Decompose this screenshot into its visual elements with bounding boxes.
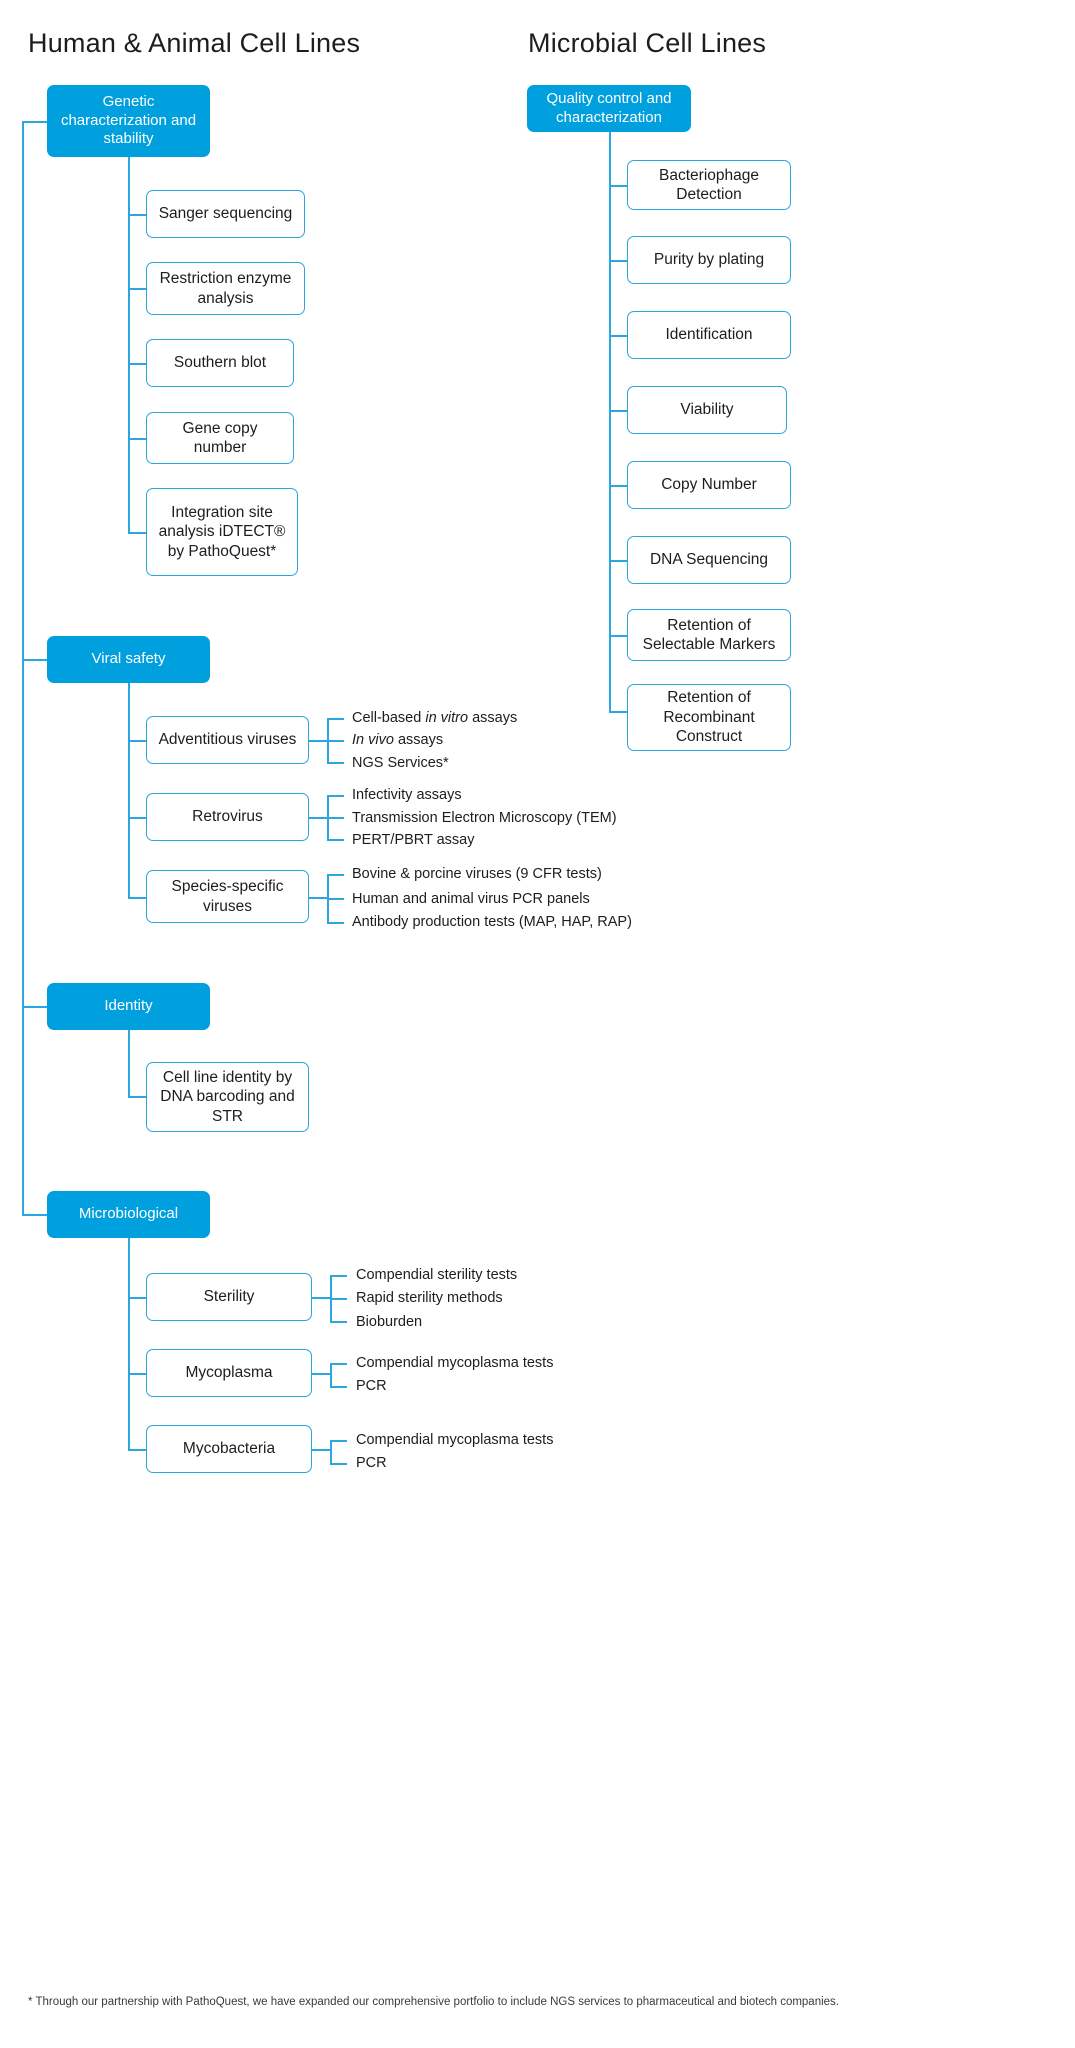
stub-identification bbox=[609, 335, 628, 337]
node-adventitious-viruses[interactable]: Adventitious viruses bbox=[146, 716, 309, 764]
leaf-stub-spec-3 bbox=[327, 922, 344, 924]
leaf-pcr-mycoplasma: PCR bbox=[356, 1378, 387, 1394]
stub-mycobacteria-out bbox=[312, 1449, 331, 1451]
leaf-antibody-production-tests: Antibody production tests (MAP, HAP, RAP… bbox=[352, 914, 632, 930]
leaf-human-animal-virus-pcr-panels: Human and animal virus PCR panels bbox=[352, 891, 590, 907]
node-species-specific-viruses[interactable]: Species-specific viruses bbox=[146, 870, 309, 923]
stub-retrovirus bbox=[128, 817, 147, 819]
node-mycobacteria[interactable]: Mycobacteria bbox=[146, 1425, 312, 1473]
stub-retrovirus-out bbox=[309, 817, 328, 819]
stub-sterility bbox=[128, 1297, 147, 1299]
leaf-infectivity-assays: Infectivity assays bbox=[352, 787, 462, 803]
connector-to-identity bbox=[22, 1006, 48, 1008]
connector-to-viral-safety bbox=[22, 659, 48, 661]
leaf-compendial-sterility-tests: Compendial sterility tests bbox=[356, 1267, 518, 1283]
leaf-stub-adv-3 bbox=[327, 762, 344, 764]
leaf-compendial-mycoplasma-tests-2: Compendial mycoplasma tests bbox=[356, 1432, 554, 1448]
node-sanger-sequencing[interactable]: Sanger sequencing bbox=[146, 190, 305, 238]
group-quality-control-characterization[interactable]: Quality control and characterization bbox=[527, 85, 691, 132]
group-identity[interactable]: Identity bbox=[47, 983, 210, 1030]
node-retention-selectable-markers[interactable]: Retention of Selectable Markers bbox=[627, 609, 791, 661]
microbial-branch-spine bbox=[609, 132, 611, 712]
stub-retention-markers bbox=[609, 635, 628, 637]
stub-mycobacteria bbox=[128, 1449, 147, 1451]
node-gene-copy-number[interactable]: Gene copy number bbox=[146, 412, 294, 464]
stub-copy-number bbox=[609, 485, 628, 487]
node-dna-sequencing[interactable]: DNA Sequencing bbox=[627, 536, 791, 584]
node-sterility[interactable]: Sterility bbox=[146, 1273, 312, 1321]
leaf-stub-mycob-1 bbox=[330, 1440, 347, 1442]
leaf-stub-myco-1 bbox=[330, 1363, 347, 1365]
node-retention-recombinant-construct[interactable]: Retention of Recombinant Construct bbox=[627, 684, 791, 751]
node-copy-number[interactable]: Copy Number bbox=[627, 461, 791, 509]
leaf-in-vivo-assays: In vivo assays bbox=[352, 732, 444, 748]
column-title-human-animal: Human & Animal Cell Lines bbox=[28, 28, 361, 58]
stub-mycoplasma-out bbox=[312, 1373, 331, 1375]
leaf-stub-ster-1 bbox=[330, 1275, 347, 1277]
leaf-rapid-sterility-methods: Rapid sterility methods bbox=[356, 1290, 503, 1306]
leaf-stub-myco-2 bbox=[330, 1386, 347, 1388]
group-viral-safety[interactable]: Viral safety bbox=[47, 636, 210, 683]
stub-cell-line-identity bbox=[128, 1096, 147, 1098]
group-genetic-characterization[interactable]: Genetic characterization and stability bbox=[47, 85, 210, 157]
stub-sterility-out bbox=[312, 1297, 331, 1299]
node-southern-blot[interactable]: Southern blot bbox=[146, 339, 294, 387]
stub-integration-site bbox=[128, 532, 147, 534]
leaf-stub-mycob-2 bbox=[330, 1463, 347, 1465]
identity-branch-spine bbox=[128, 1030, 130, 1097]
connector-to-microbiological bbox=[22, 1214, 48, 1216]
leaf-cell-based-in-vitro-assays: Cell-based in vitro assays bbox=[352, 710, 518, 726]
stub-adventitious-out bbox=[309, 740, 328, 742]
stub-sanger bbox=[128, 214, 147, 216]
stub-mycoplasma bbox=[128, 1373, 147, 1375]
node-viability[interactable]: Viability bbox=[627, 386, 787, 434]
leaf-stub-ster-3 bbox=[330, 1321, 347, 1323]
stub-dna-sequencing bbox=[609, 560, 628, 562]
stub-species-specific bbox=[128, 897, 147, 899]
connector-to-genetic bbox=[22, 121, 48, 123]
group-microbiological[interactable]: Microbiological bbox=[47, 1191, 210, 1238]
stub-gene-copy bbox=[128, 438, 147, 440]
stub-species-out bbox=[309, 897, 328, 899]
stub-southern bbox=[128, 363, 147, 365]
leaf-stub-adv-1 bbox=[327, 718, 344, 720]
node-purity-by-plating[interactable]: Purity by plating bbox=[627, 236, 791, 284]
stub-restriction bbox=[128, 288, 147, 290]
node-cell-line-identity[interactable]: Cell line identity by DNA barcoding and … bbox=[146, 1062, 309, 1132]
leaf-stub-adv-2 bbox=[327, 740, 344, 742]
leaf-stub-ster-2 bbox=[330, 1298, 347, 1300]
leaf-stub-retro-3 bbox=[327, 839, 344, 841]
node-identification[interactable]: Identification bbox=[627, 311, 791, 359]
stub-bacteriophage bbox=[609, 185, 628, 187]
leaf-bioburden: Bioburden bbox=[356, 1314, 423, 1330]
mycoplasma-leaf-spine bbox=[330, 1363, 332, 1386]
stub-adventitious bbox=[128, 740, 147, 742]
viral-branch-spine bbox=[128, 683, 130, 898]
left-spine bbox=[22, 121, 24, 1214]
node-retrovirus[interactable]: Retrovirus bbox=[146, 793, 309, 841]
node-restriction-enzyme-analysis[interactable]: Restriction enzyme analysis bbox=[146, 262, 305, 315]
leaf-compendial-mycoplasma-tests: Compendial mycoplasma tests bbox=[356, 1355, 554, 1371]
node-integration-site-analysis[interactable]: Integration site analysis iDTECT® by Pat… bbox=[146, 488, 298, 576]
leaf-ngs-services: NGS Services* bbox=[352, 755, 449, 771]
column-title-microbial: Microbial Cell Lines bbox=[528, 28, 767, 58]
mycobacteria-leaf-spine bbox=[330, 1440, 332, 1463]
stub-purity bbox=[609, 260, 628, 262]
leaf-pert-pbrt-assay: PERT/PBRT assay bbox=[352, 832, 475, 848]
genetic-branch-spine bbox=[128, 157, 130, 533]
leaf-stub-retro-1 bbox=[327, 795, 344, 797]
stub-retention-construct bbox=[609, 711, 628, 713]
leaf-stub-spec-2 bbox=[327, 898, 344, 900]
leaf-bovine-porcine-viruses: Bovine & porcine viruses (9 CFR tests) bbox=[352, 866, 602, 882]
stub-viability bbox=[609, 410, 628, 412]
footnote-pathoquest: * Through our partnership with PathoQues… bbox=[28, 1996, 839, 2008]
leaf-transmission-electron-microscopy: Transmission Electron Microscopy (TEM) bbox=[352, 810, 617, 826]
leaf-stub-retro-2 bbox=[327, 817, 344, 819]
node-mycoplasma[interactable]: Mycoplasma bbox=[146, 1349, 312, 1397]
node-bacteriophage-detection[interactable]: Bacteriophage Detection bbox=[627, 160, 791, 210]
leaf-pcr-mycobacteria: PCR bbox=[356, 1455, 387, 1471]
microbio-branch-spine bbox=[128, 1238, 130, 1450]
leaf-stub-spec-1 bbox=[327, 874, 344, 876]
